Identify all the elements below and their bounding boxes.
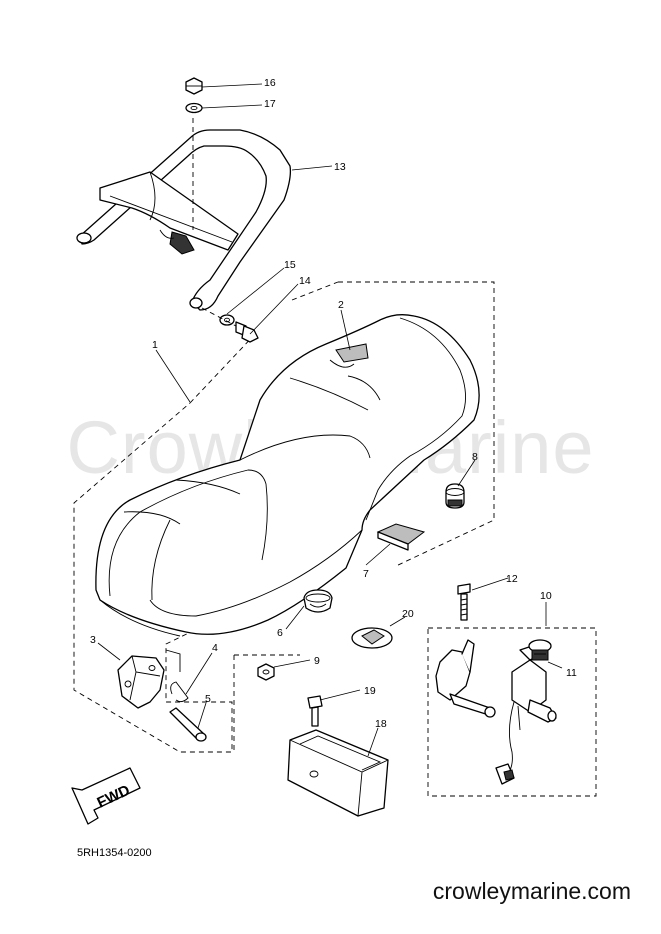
website-footer: crowleymarine.com [432,878,631,904]
callout-12: 12 [506,573,518,585]
grab-bar-part-13 [76,129,292,311]
callout-11: 11 [566,667,577,679]
forward-direction-arrow: FWD [71,767,141,825]
callout-10: 10 [540,590,552,602]
pin-part-5 [169,707,207,742]
tray-part-18 [287,729,389,817]
seat-part-1 [95,314,480,637]
nut-part-9 [257,663,275,681]
bolt-alignment-line [201,307,237,327]
bolt-part-12 [457,583,471,621]
callout-17: 17 [264,98,276,110]
nut-part-16 [185,77,203,95]
callout-9: 9 [314,655,320,667]
callout-20: 20 [402,608,414,620]
lock-assembly-boundary [427,627,597,797]
leader-lines [97,83,563,757]
callout-14: 14 [299,275,311,287]
callout-labels: 16 17 13 15 14 2 1 8 7 12 10 6 20 3 4 9 … [90,77,577,730]
damper-part-6 [303,589,333,613]
callout-15: 15 [284,259,296,271]
damper-part-8 [445,483,465,509]
washer-part-15 [219,314,235,326]
callout-16: 16 [264,77,276,89]
lock-cap-part-11 [528,639,552,661]
lock-assembly-part-10 [435,639,557,785]
callout-8: 8 [472,451,478,463]
callout-5: 5 [205,693,211,705]
callout-13: 13 [334,161,346,173]
tool-pad-part-7 [376,523,426,551]
bolt-part-19 [307,695,323,727]
clip-part-4 [165,649,189,703]
callout-3: 3 [90,634,96,646]
callout-19: 19 [364,685,376,697]
callout-2: 2 [338,299,344,311]
bracket-group-boundary [233,654,300,752]
bracket-part-3 [117,655,165,709]
callout-18: 18 [375,718,387,730]
callout-6: 6 [277,627,283,639]
callout-1: 1 [152,339,158,351]
label-part-2 [329,343,369,368]
label-part-20 [351,627,393,649]
callout-4: 4 [212,642,218,654]
seat-assembly-boundary [73,281,495,753]
washer-part-17 [185,102,203,114]
diagram-code: 5RH1354-0200 [77,847,152,859]
bolt-part-14 [235,321,259,343]
callout-7: 7 [363,568,369,580]
